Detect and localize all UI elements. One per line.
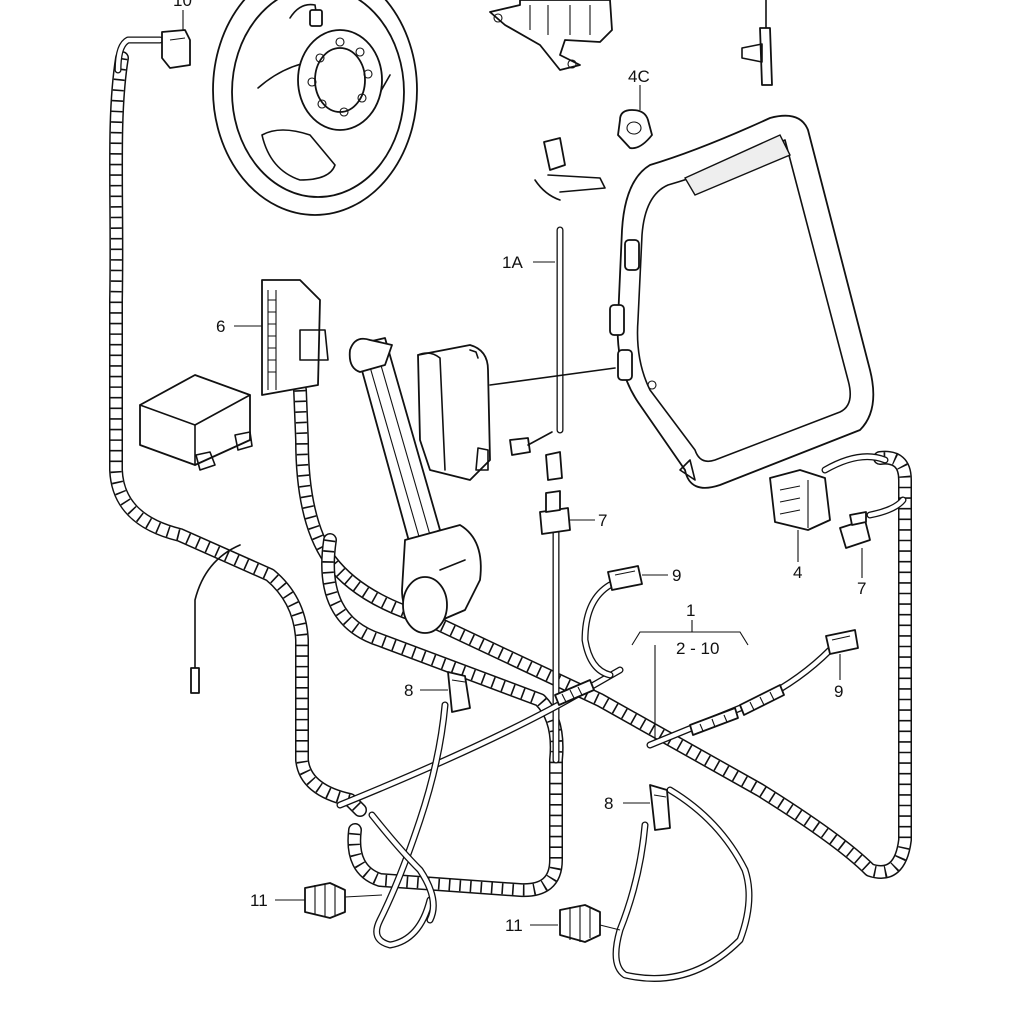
steering-wheel [212,0,418,216]
callout-2-10: 2 - 10 [676,639,719,658]
callout-9-lower: 9 [834,682,843,701]
callout-4c: 4C [628,67,650,86]
top-mounting-bracket [489,0,613,71]
callout-labels: 10 4C 1A 6 7 4 7 9 1 2 - 10 9 8 8 11 11 [173,0,866,935]
ground-bolt-11-left [304,882,346,919]
connector-8-left [447,671,471,713]
crash-sensor-box [139,374,253,471]
leader-lines [182,10,863,931]
seat-belt-tensioner [348,337,482,634]
callout-4: 4 [793,563,802,582]
callout-7-center: 7 [598,511,607,530]
callout-9-upper: 9 [672,566,681,585]
hub-bolt-holes [307,37,373,117]
convoluted-sleeve [554,679,785,736]
mounting-pin [741,0,773,86]
callout-11-right: 11 [505,916,523,935]
in-line-connector [509,431,563,481]
harness-end-terminal [190,544,241,694]
branch-cables [114,36,907,982]
connector-4 [769,469,831,531]
callout-7-right: 7 [857,579,866,598]
callout-8-left: 8 [404,681,413,700]
connector-10 [161,29,191,69]
connector-9-upper [607,565,643,591]
callout-11-left: 11 [250,891,268,910]
side-airbag-module [417,344,616,481]
connector-9-lower [825,629,859,655]
callout-6: 6 [216,317,225,336]
seat-backrest [609,114,875,489]
callout-8-right: 8 [604,794,613,813]
control-unit-connector-6 [261,279,329,396]
callout-10: 10 [173,0,192,10]
callout-1: 1 [686,601,695,620]
clip-4c [617,109,653,150]
connector-7 [539,490,571,535]
connector-1a [534,137,606,201]
callout-1a: 1A [502,253,523,272]
ground-bolt-11-right [559,904,601,943]
connector-7-right [839,511,871,549]
connector-8-right [649,784,671,831]
